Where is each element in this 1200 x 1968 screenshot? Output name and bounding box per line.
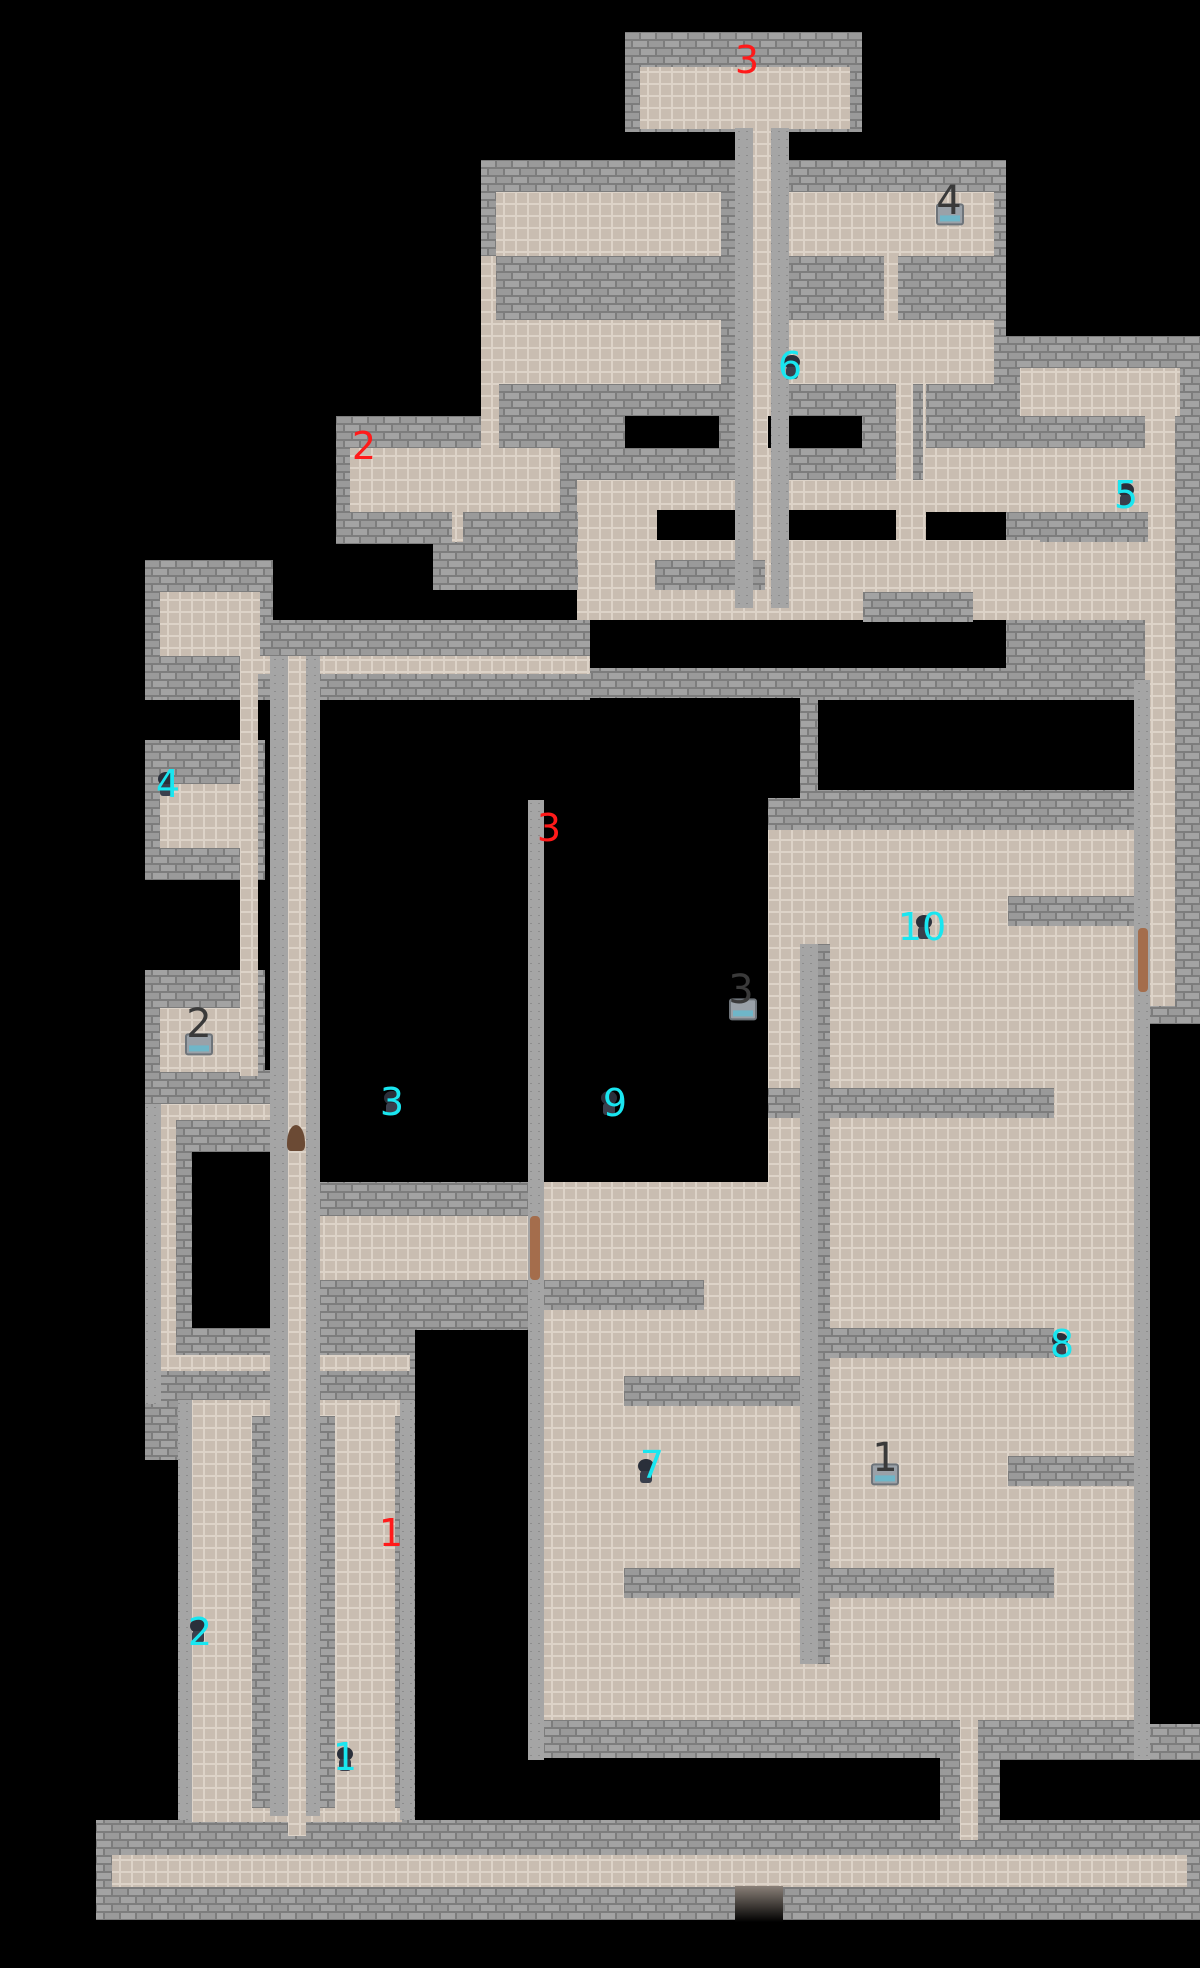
trainer-9-sprite[interactable] xyxy=(598,1091,620,1117)
item-2-icon[interactable] xyxy=(185,1033,213,1056)
trainer-10-sprite[interactable] xyxy=(913,915,935,941)
door-west[interactable] xyxy=(530,1216,540,1280)
trainer-7-sprite[interactable] xyxy=(635,1459,657,1485)
trainer-3-sprite[interactable] xyxy=(381,1091,403,1117)
item-4-icon[interactable] xyxy=(936,203,964,226)
trainer-6-sprite[interactable] xyxy=(781,355,803,381)
rock-obstacle[interactable] xyxy=(287,1125,305,1151)
trainer-8-sprite[interactable] xyxy=(1049,1333,1071,1359)
item-3-icon[interactable] xyxy=(729,998,757,1021)
item-1-icon[interactable] xyxy=(871,1463,899,1486)
trainer-5-sprite[interactable] xyxy=(1115,483,1137,509)
trainer-4-sprite[interactable] xyxy=(155,772,177,798)
map-exit[interactable] xyxy=(735,1886,783,1922)
trainer-1-sprite[interactable] xyxy=(334,1747,356,1773)
trainer-2-sprite[interactable] xyxy=(187,1619,209,1645)
door-east[interactable] xyxy=(1138,928,1148,992)
